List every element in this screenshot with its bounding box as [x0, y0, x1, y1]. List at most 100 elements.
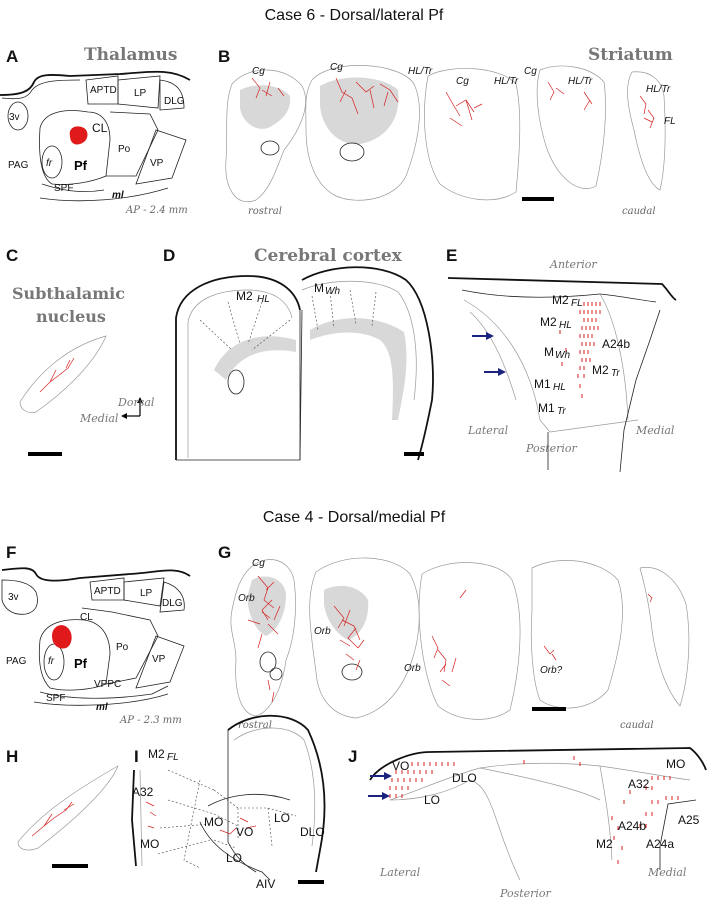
blue-arrow-icon: [370, 772, 392, 780]
label-spf: SPF: [54, 183, 73, 194]
label-i-dlo: DLO: [300, 825, 325, 839]
label-f-aptd: APTD: [94, 586, 121, 597]
label-i-mo1: MO: [140, 837, 159, 851]
panel-label-c: C: [6, 246, 18, 265]
subthalamic-outline: [19, 335, 107, 413]
label-po: Po: [118, 144, 131, 155]
label-g-orb2: Orb: [314, 626, 331, 637]
panel-a: A Thalamus 3v APTD LP DLG CL PAG fr Pf P…: [0, 45, 191, 216]
blue-arrow-icon: [484, 368, 506, 376]
label-ml: ml: [112, 190, 124, 201]
label-j-a32: A32: [628, 777, 650, 791]
label-d-m: M: [314, 281, 324, 295]
label-b-cg2: Cg: [330, 62, 343, 73]
label-dlg: DLG: [164, 96, 185, 107]
label-f-ml: ml: [96, 702, 108, 713]
label-cl: CL: [92, 121, 108, 135]
injection-site-icon: [69, 126, 88, 145]
label-f-pf: Pf: [74, 656, 88, 671]
label-i-a32: A32: [132, 785, 154, 799]
subthalamic-projections: [31, 801, 75, 837]
label-j-a24b: A24b: [618, 819, 646, 833]
label-e-anterior: Anterior: [549, 258, 597, 271]
label-3v: 3v: [9, 112, 20, 123]
label-f-dlg: DLG: [162, 598, 183, 609]
region-title-thalamus: Thalamus: [84, 45, 177, 65]
label-i-lo1: LO: [274, 811, 290, 825]
scale-bar-icon: [404, 452, 424, 456]
label-f-po: Po: [116, 642, 129, 653]
panel-h: H: [6, 747, 119, 868]
blue-arrow-icon: [472, 332, 494, 340]
panel-f: F 3v APTD LP DLG CL PAG fr Pf Po VP VPPC…: [1, 543, 191, 726]
label-pf: Pf: [74, 158, 88, 173]
label-e-m1hl: M1: [534, 377, 551, 391]
label-b-cg3: Cg: [456, 76, 469, 87]
label-i-lo2: LO: [226, 851, 242, 865]
pf-outline: [39, 110, 111, 185]
label-e-m2hl-sub: HL: [559, 320, 572, 331]
subthalamic-projections: [39, 357, 75, 393]
label-e-m2hl: M2: [540, 315, 557, 329]
label-b-cg1: Cg: [252, 66, 265, 77]
label-e-m1hl-sub: HL: [553, 382, 566, 393]
label-vp: VP: [150, 158, 164, 169]
panel-label-e: E: [446, 246, 457, 265]
blue-arrow-icon: [368, 792, 390, 800]
label-b-hltr2: HL/Tr: [494, 76, 519, 87]
label-j-lateral: Lateral: [379, 866, 421, 879]
label-j-a24a: A24a: [646, 837, 674, 851]
region-title-striatum: Striatum: [588, 45, 673, 65]
label-i-aiv: AIV: [256, 877, 275, 891]
label-e-m2tr: M2: [592, 363, 609, 377]
panel-label-f: F: [6, 543, 16, 562]
j-labeled-cells: [389, 756, 679, 864]
panel-label-i: I: [134, 747, 139, 766]
label-e-m2tr-sub: Tr: [611, 368, 620, 379]
label-b-fl: FL: [664, 116, 676, 127]
label-j-m2: M2: [596, 837, 613, 851]
panel-label-j: J: [348, 747, 357, 766]
label-i-vo: VO: [236, 825, 253, 839]
region-title-subthalamic-2: nucleus: [36, 307, 106, 326]
label-g-orb3: Orb: [404, 663, 421, 674]
label-e-m2fl: M2: [552, 293, 569, 307]
panel-label-g: G: [218, 543, 231, 562]
striatum-section-4: [536, 65, 606, 189]
frontal-section-5: [639, 567, 690, 707]
label-fr: fr: [46, 158, 53, 169]
label-f-lp: LP: [140, 588, 153, 599]
striatum-section-2: [305, 65, 420, 201]
label-d-wh: Wh: [325, 286, 340, 297]
frontal-section-4: [530, 560, 623, 709]
label-j-a25: A25: [678, 813, 700, 827]
region-title-cerebral-cortex: Cerebral cortex: [254, 246, 403, 266]
label-e-posterior: Posterior: [525, 442, 578, 455]
label-g-caudal: caudal: [620, 720, 654, 731]
scale-bar-icon: [522, 197, 554, 201]
third-ventricle: [7, 101, 29, 131]
label-f-pag: PAG: [6, 656, 27, 667]
label-d-m2: M2: [236, 289, 253, 303]
label-b-caudal: caudal: [622, 206, 656, 217]
thalamus-outline-top: [0, 70, 191, 96]
label-e-m1tr-sub: Tr: [557, 406, 566, 417]
label-j-lo: LO: [424, 793, 440, 807]
scale-bar-icon: [532, 707, 566, 711]
label-b-hltr3: HL/Tr: [568, 76, 593, 87]
frontal-section-2: [309, 557, 420, 719]
label-b-hltr1: HL/Tr: [408, 66, 433, 77]
scale-bar-icon: [298, 880, 324, 884]
label-f-vppc: VPPC: [94, 679, 121, 690]
fr-outline: [43, 643, 65, 681]
orientation-arrows-icon: [121, 397, 143, 419]
label-b-cg4: Cg: [524, 66, 537, 77]
third-ventricle: [1, 579, 38, 615]
panel-label-d: D: [163, 246, 175, 265]
label-f-spf: SPF: [46, 693, 65, 704]
label-j-vo: VO: [392, 759, 409, 773]
label-lp: LP: [134, 88, 147, 99]
label-i-fl: FL: [167, 752, 179, 763]
label-d-hl: HL: [257, 294, 270, 305]
